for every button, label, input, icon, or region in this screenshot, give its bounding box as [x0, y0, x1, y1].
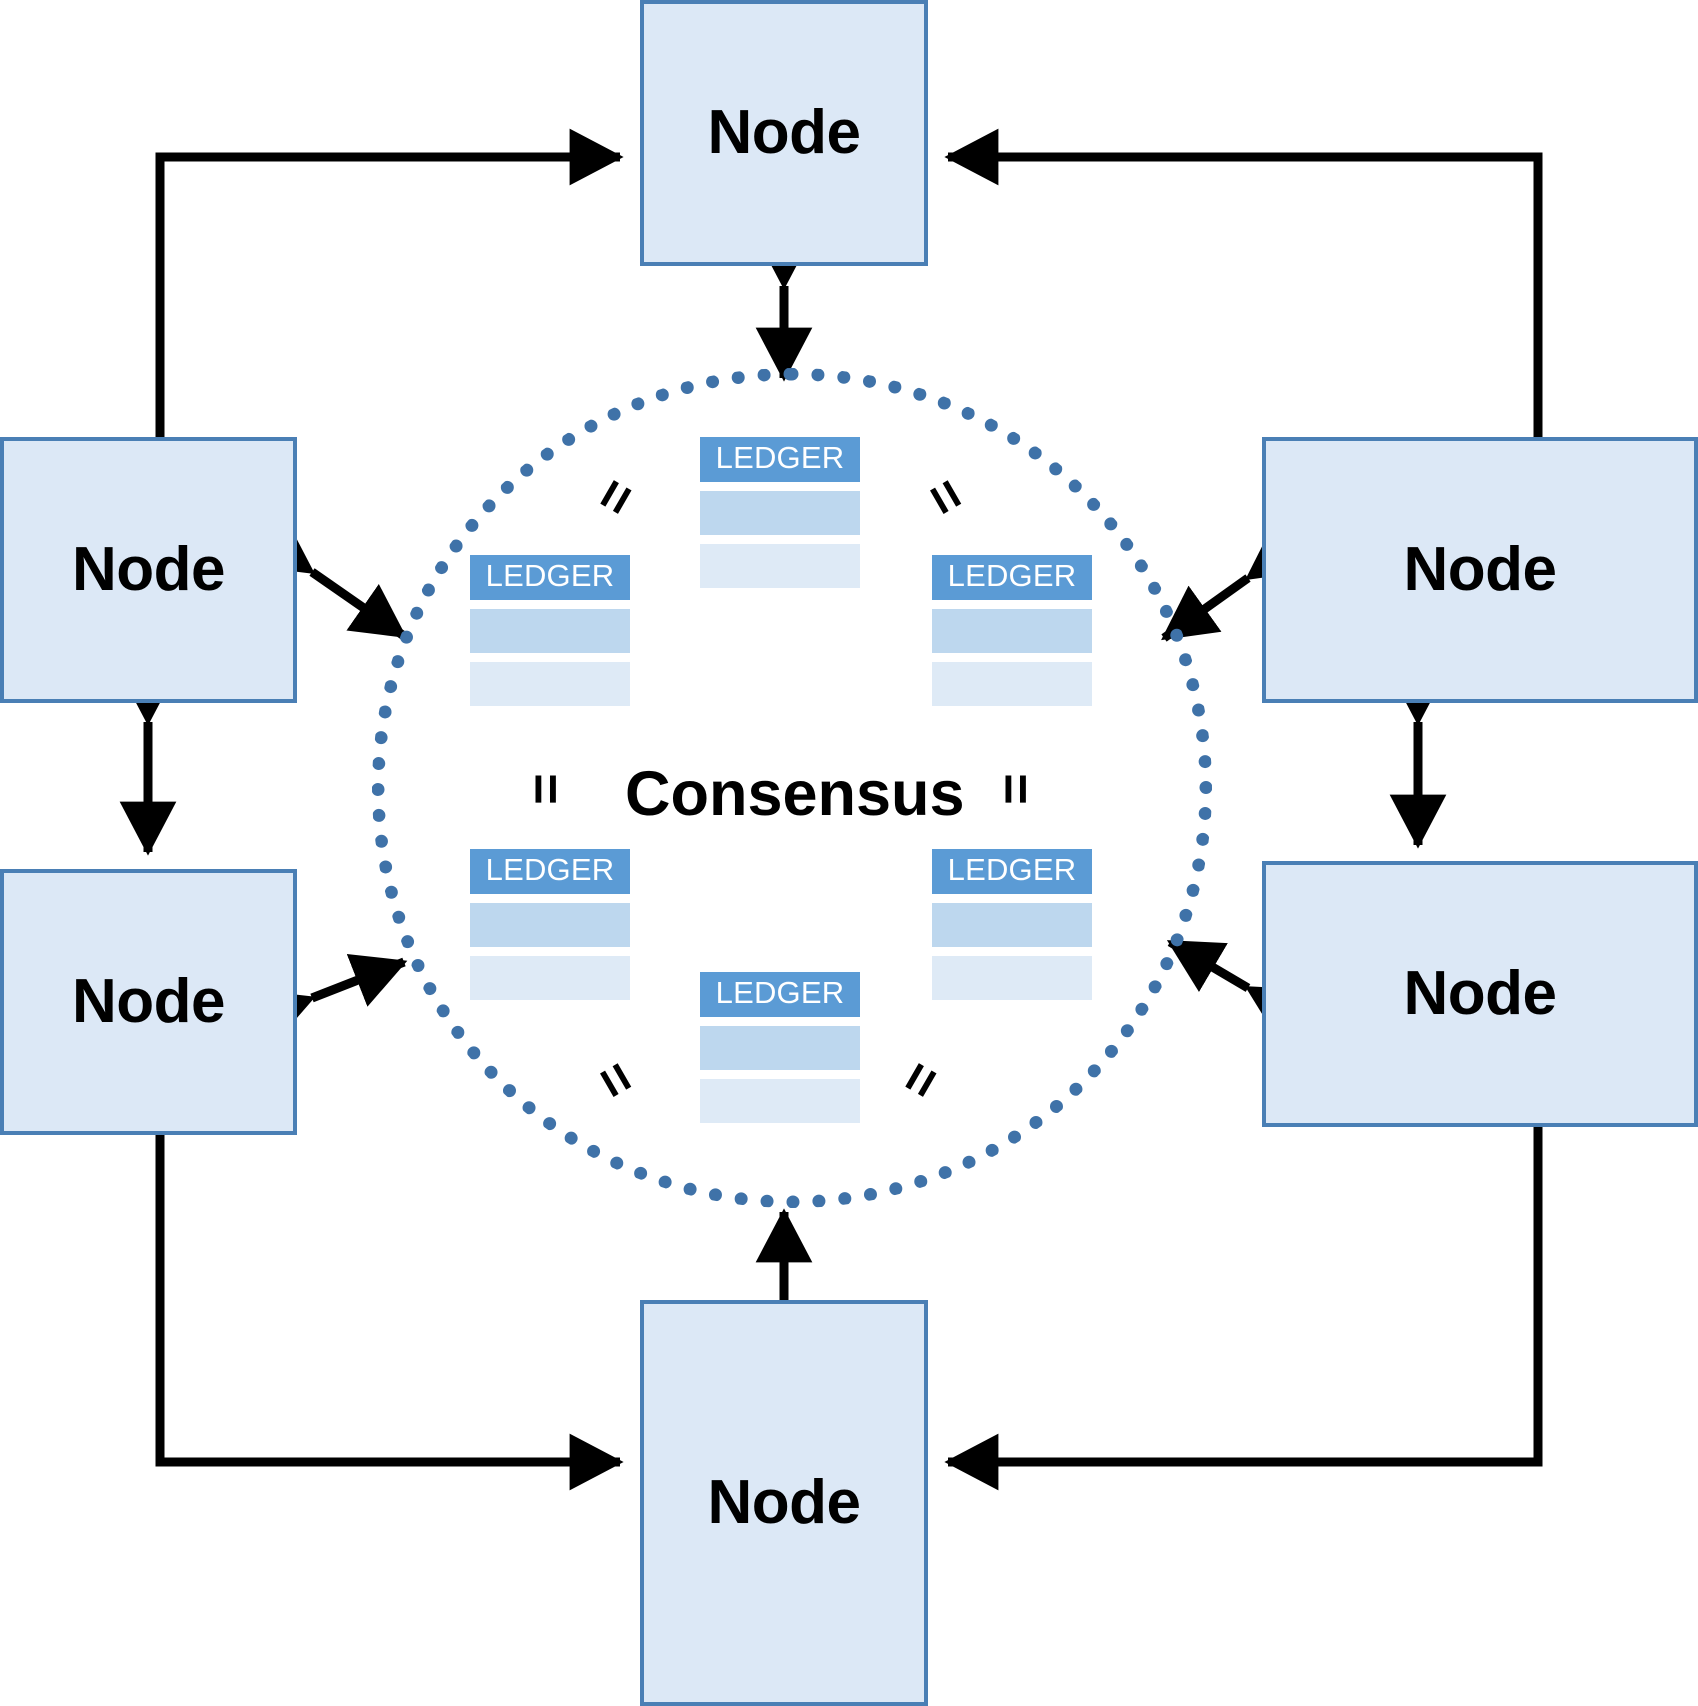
- conn-rightlower-to-circle[interactable]: [1166, 938, 1306, 1039]
- node-label: Node: [1403, 535, 1558, 604]
- ledger-block-upper-left[interactable]: LEDGER: [470, 555, 630, 706]
- ledger-row-light: [932, 955, 1092, 1000]
- node-label: Node: [707, 1468, 862, 1537]
- ledger-row-light: [700, 543, 860, 588]
- ledger-row-mid: [700, 1025, 860, 1070]
- ledger-header-label: LEDGER: [700, 972, 860, 1017]
- ledger-row-light: [700, 1078, 860, 1123]
- conn-leftlower-to-circle[interactable]: [254, 953, 408, 1043]
- ledger-block-top[interactable]: LEDGER: [700, 437, 860, 588]
- ledger-block-lower-left[interactable]: LEDGER: [470, 849, 630, 1000]
- ledger-row-mid: [470, 902, 630, 947]
- conn-leftupper-to-circle[interactable]: [254, 519, 407, 640]
- ledger-row-mid: [932, 902, 1092, 947]
- node-box-bottom[interactable]: Node: [640, 1300, 928, 1706]
- ledger-block-upper-right[interactable]: LEDGER: [932, 555, 1092, 706]
- ledger-row-light: [470, 955, 630, 1000]
- node-box-top[interactable]: Node: [640, 0, 928, 266]
- ledger-block-bottom[interactable]: LEDGER: [700, 972, 860, 1123]
- node-box-left-upper[interactable]: Node: [0, 437, 297, 703]
- ledger-row-mid: [470, 608, 630, 653]
- ledger-block-lower-right[interactable]: LEDGER: [932, 849, 1092, 1000]
- conn-bottomright-elbow[interactable]: [944, 1059, 1567, 1491]
- ledger-row-light: [470, 661, 630, 706]
- ledger-header-label: LEDGER: [932, 555, 1092, 600]
- node-label: Node: [1403, 959, 1558, 1028]
- node-box-left-lower[interactable]: Node: [0, 869, 297, 1135]
- ledger-header-label: LEDGER: [470, 555, 630, 600]
- ledger-row-mid: [932, 608, 1092, 653]
- ledger-row-mid: [700, 490, 860, 535]
- consensus-label: Consensus: [625, 759, 965, 829]
- conn-bottomleft-elbow[interactable]: [131, 1067, 624, 1491]
- ledger-header-label: LEDGER: [932, 849, 1092, 894]
- equals-sign-mid-right: =: [985, 773, 1046, 805]
- node-label: Node: [72, 967, 226, 1036]
- node-label: Node: [72, 535, 226, 604]
- conn-topleft-elbow[interactable]: [131, 128, 624, 506]
- node-label: Node: [707, 98, 862, 167]
- conn-topright-elbow[interactable]: [944, 128, 1567, 506]
- node-box-right-upper[interactable]: Node: [1262, 437, 1698, 703]
- ledger-header-label: LEDGER: [470, 849, 630, 894]
- ledger-header-label: LEDGER: [700, 437, 860, 482]
- ledger-row-light: [932, 661, 1092, 706]
- node-box-right-lower[interactable]: Node: [1262, 861, 1698, 1127]
- equals-sign-mid-left: =: [515, 773, 576, 805]
